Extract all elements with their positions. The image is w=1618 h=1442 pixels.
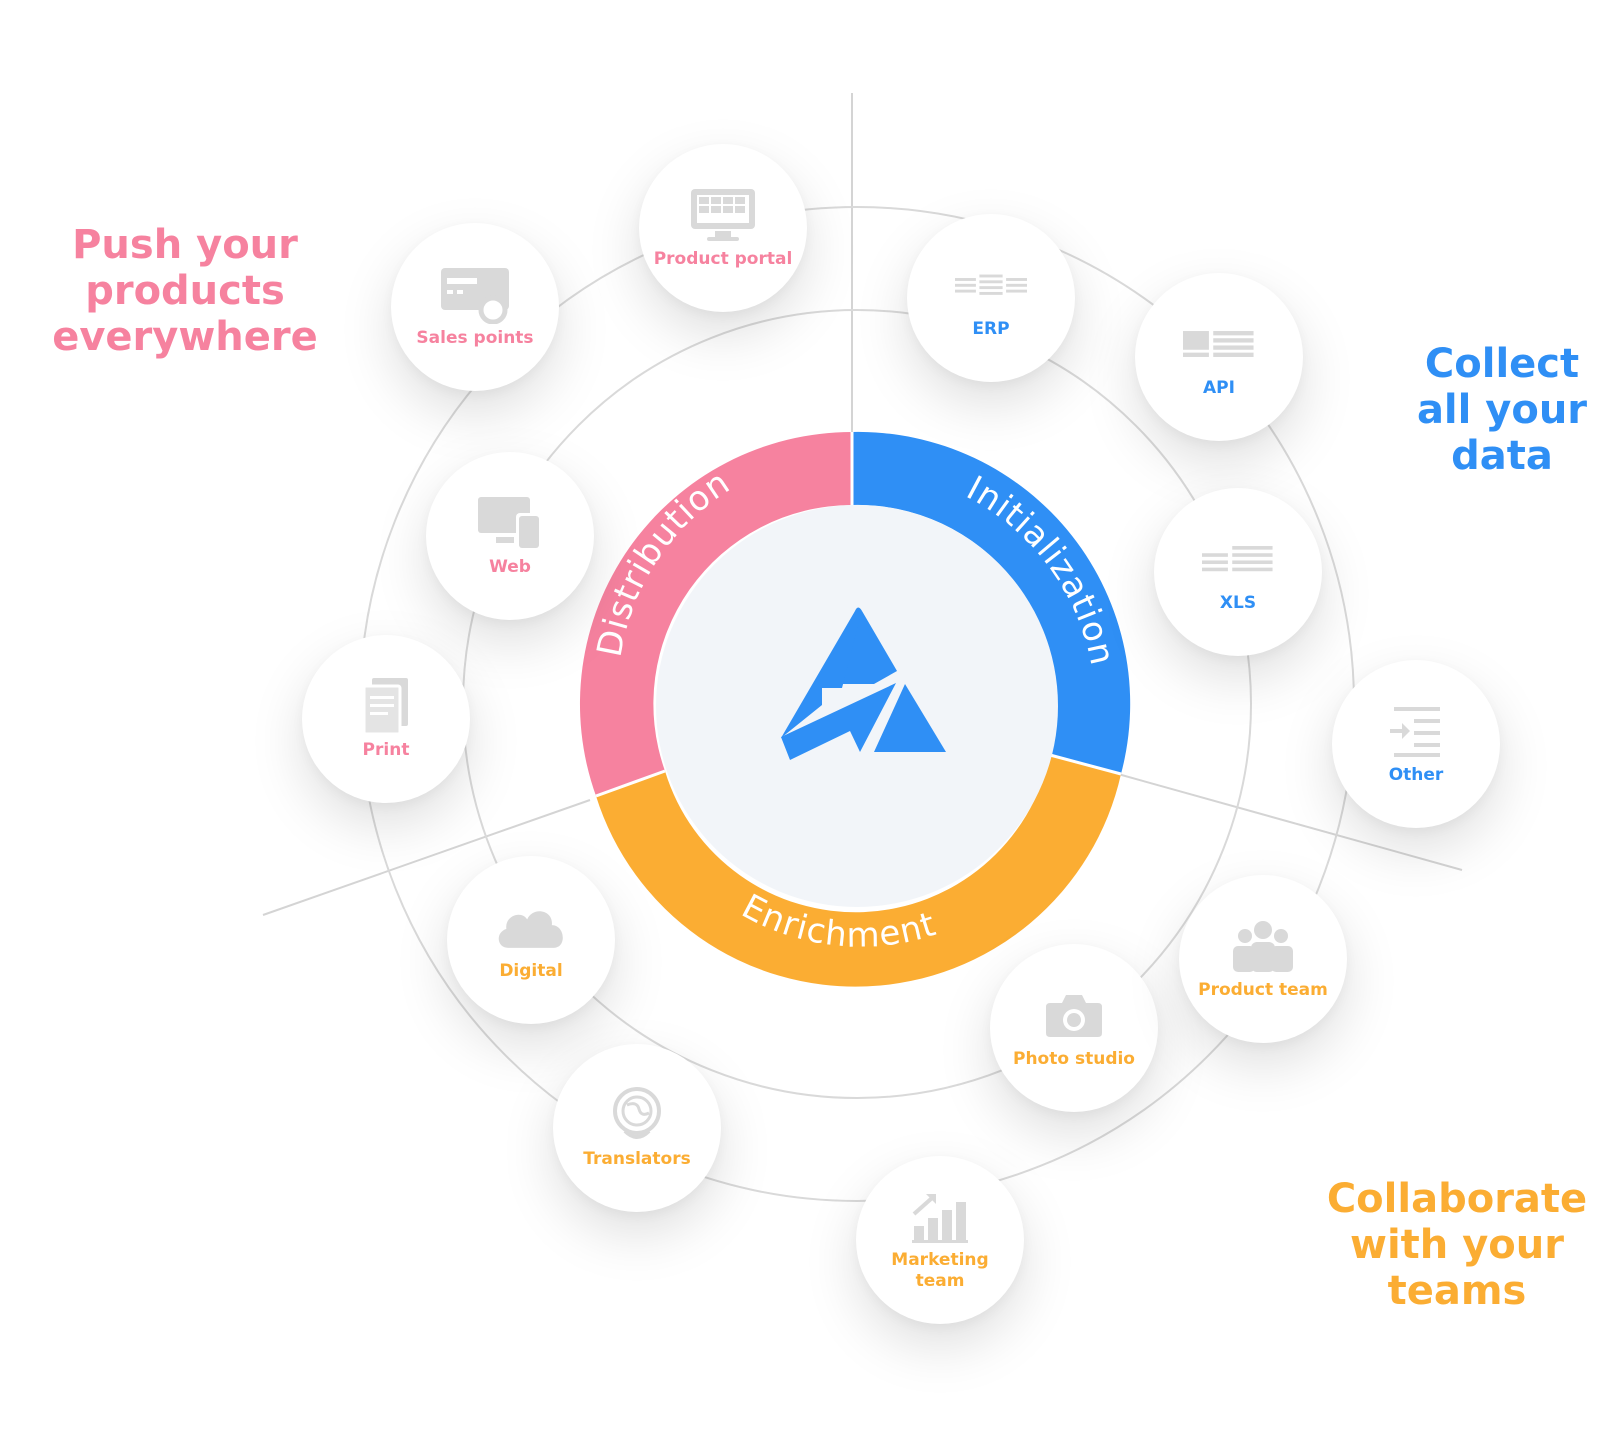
- xls-label: XLS: [1219, 592, 1257, 613]
- collect-headline: Collect all your data: [1416, 341, 1588, 479]
- globe-icon: [601, 1086, 673, 1143]
- api-icon: [1183, 316, 1255, 372]
- card-reader-icon: [439, 266, 511, 324]
- enrichment-segment: [596, 755, 1121, 987]
- node-sales-points[interactable]: Sales points: [391, 223, 559, 391]
- separator-left: [595, 769, 666, 798]
- node-print[interactable]: Print: [302, 635, 470, 803]
- spreadsheet-icon: [1202, 531, 1274, 587]
- node-web[interactable]: Web: [426, 452, 594, 620]
- monitor-grid-icon: [687, 187, 759, 243]
- initialization-segment: [852, 431, 1131, 774]
- table-icon: [955, 257, 1027, 313]
- node-digital[interactable]: Digital: [447, 856, 615, 1024]
- node-photo-studio[interactable]: Photo studio: [990, 944, 1158, 1112]
- translators-label: Translators: [583, 1148, 691, 1169]
- photo-studio-label: Photo studio: [1013, 1048, 1135, 1069]
- node-product-team[interactable]: Product team: [1179, 875, 1347, 1043]
- other-label: Other: [1388, 764, 1444, 785]
- node-xls[interactable]: XLS: [1154, 488, 1322, 656]
- node-translators[interactable]: Translators: [553, 1044, 721, 1212]
- node-api[interactable]: API: [1135, 273, 1303, 441]
- erp-label: ERP: [972, 318, 1010, 339]
- api-label: API: [1203, 377, 1235, 398]
- people-icon: [1227, 918, 1299, 974]
- digital-label: Digital: [499, 960, 563, 981]
- node-erp[interactable]: ERP: [907, 214, 1075, 382]
- camera-icon: [1038, 987, 1110, 1043]
- node-marketing-team[interactable]: Marketing team: [856, 1156, 1024, 1324]
- web-label: Web: [489, 556, 531, 577]
- logo-icon: [781, 607, 946, 760]
- separator-right: [1049, 753, 1122, 776]
- import-list-icon: [1380, 703, 1452, 759]
- collaborate-headline: Collaborate with your teams: [1326, 1176, 1588, 1314]
- sales-points-label: Sales points: [416, 327, 534, 348]
- node-product-portal[interactable]: Product portal: [639, 144, 807, 312]
- divider-line-left: [262, 799, 591, 916]
- distribution-segment: [579, 432, 852, 796]
- growth-chart-icon: [904, 1188, 976, 1244]
- cloud-icon: [495, 899, 567, 955]
- product-portal-label: Product portal: [653, 248, 793, 269]
- print-label: Print: [362, 739, 410, 760]
- documents-icon: [350, 677, 422, 735]
- distribute-headline: Push your products everywhere: [52, 222, 318, 360]
- node-other[interactable]: Other: [1332, 660, 1500, 828]
- product-team-label: Product team: [1198, 979, 1328, 1000]
- marketing-team-label: Marketing team: [891, 1250, 989, 1291]
- divider-line-right: [1117, 773, 1463, 871]
- devices-icon: [474, 495, 546, 551]
